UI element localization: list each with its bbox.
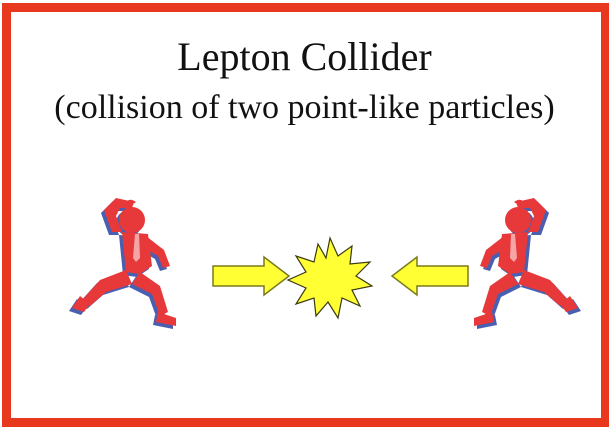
arrow-right-icon bbox=[212, 255, 291, 297]
arrow-left-icon bbox=[390, 255, 469, 297]
slide-subtitle: (collision of two point-like particles) bbox=[54, 89, 555, 126]
collision-burst-icon bbox=[286, 236, 374, 320]
left-particle-figure bbox=[69, 198, 176, 329]
right-particle-figure bbox=[474, 198, 581, 329]
slide-title: Lepton Collider bbox=[177, 34, 432, 79]
